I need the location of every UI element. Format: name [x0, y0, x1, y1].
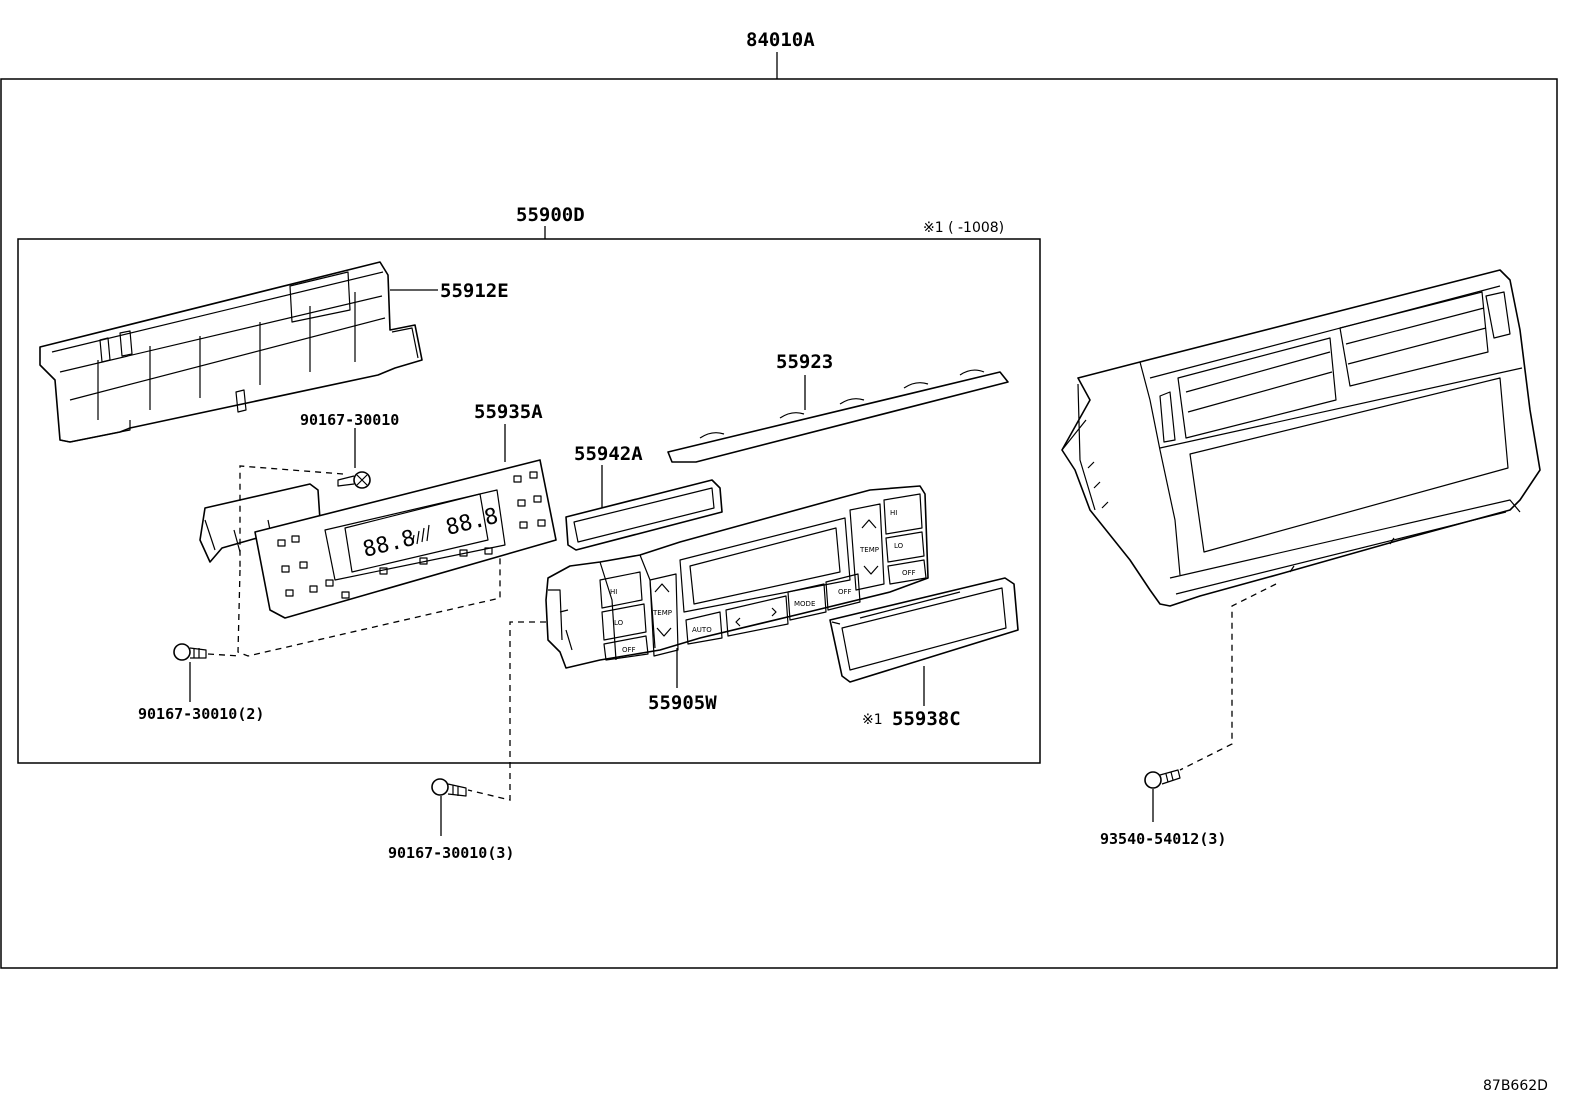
off-left-label: OFF — [622, 646, 636, 654]
auto-button-label: AUTO — [692, 626, 712, 634]
label-screw-left[interactable]: 90167-30010(2) — [138, 705, 264, 723]
illustration-code: 87B662D — [1483, 1078, 1548, 1094]
hi-left-label: HI — [610, 588, 617, 596]
off-right-label: OFF — [902, 569, 916, 577]
mode-button-label: MODE — [794, 600, 815, 608]
sub-assembly-part-number[interactable]: 55900D — [516, 204, 585, 226]
screw-left[interactable] — [173, 643, 207, 661]
lo-right-label: LO — [894, 542, 904, 550]
assembly-part-number[interactable]: 84010A — [746, 29, 815, 51]
assembly-frame — [0, 78, 1558, 969]
circuit-board-55935A[interactable]: 88.8 88.8 — [199, 459, 557, 619]
screw-top[interactable] — [337, 471, 371, 489]
temp-left-label: TEMP — [652, 609, 672, 617]
housing-55912E[interactable] — [39, 261, 423, 443]
control-panel-55905W[interactable]: AUTO MODE OFF TEMP TEMP HI LO OFF HI LO … — [545, 485, 929, 669]
label-screw-top[interactable]: 90167-30010 — [300, 411, 399, 429]
label-screw-right[interactable]: 93540-54012(3) — [1100, 830, 1226, 848]
lens-55942A[interactable] — [565, 479, 723, 551]
hi-right-label: HI — [890, 509, 897, 517]
label-55942A[interactable]: 55942A — [574, 443, 643, 465]
lo-left-label: LO — [614, 619, 624, 627]
label-55905W[interactable]: 55905W — [648, 692, 717, 714]
screw-bottom[interactable] — [431, 778, 467, 797]
label-screw-bottom[interactable]: 90167-30010(3) — [388, 844, 514, 862]
screw-right[interactable] — [1144, 769, 1181, 789]
temp-right-label: TEMP — [859, 546, 879, 554]
label-55938C-mark: ※1 — [862, 712, 883, 728]
strip-55923[interactable] — [667, 369, 1009, 463]
front-bezel[interactable] — [1061, 269, 1541, 607]
fan-off-button-label: OFF — [838, 588, 852, 596]
label-55923[interactable]: 55923 — [776, 351, 833, 373]
sub-assembly-frame — [17, 238, 1041, 764]
label-55938C[interactable]: 55938C — [892, 708, 961, 730]
label-55935A[interactable]: 55935A — [474, 401, 543, 423]
cover-55938C[interactable] — [829, 577, 1019, 683]
sub-assembly-note: ※1 ( -1008) — [923, 220, 1004, 236]
label-55912E[interactable]: 55912E — [440, 280, 509, 302]
